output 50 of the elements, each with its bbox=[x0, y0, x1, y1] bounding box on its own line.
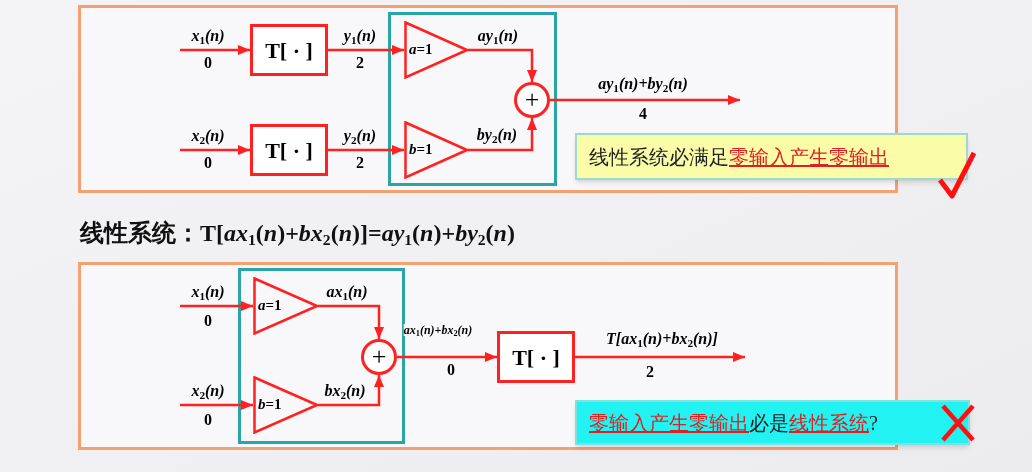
edge-label: T[ax$_{1}$(n)+bx$_{2}$(n)] bbox=[606, 331, 718, 347]
gain-label: a=1 bbox=[258, 296, 282, 315]
gain-label: b=1 bbox=[409, 140, 433, 159]
edge-label: by$_{2}$(n) bbox=[476, 127, 518, 143]
amplifier-triangle bbox=[253, 277, 318, 335]
amplifier-triangle bbox=[404, 21, 468, 79]
edge-label: ax$_{1}$(n)+bx$_{2}$(n) bbox=[403, 324, 473, 336]
sample-index: 2 bbox=[356, 55, 364, 71]
signal-arrow bbox=[468, 118, 537, 152]
sample-index: 2 bbox=[646, 364, 654, 380]
signal-arrow bbox=[397, 352, 497, 362]
signal-arrow bbox=[328, 45, 404, 55]
signal-arrow bbox=[575, 352, 745, 362]
edge-label: ay$_{1}$(n) bbox=[477, 28, 519, 44]
sample-index: 4 bbox=[639, 106, 647, 122]
signal-arrow bbox=[180, 400, 253, 410]
gain-label: a=1 bbox=[409, 40, 433, 59]
signal-arrow bbox=[180, 145, 250, 155]
edge-label: y$_{1}$(n) bbox=[343, 28, 377, 44]
amplifier-triangle bbox=[404, 121, 468, 179]
sample-index: 0 bbox=[204, 155, 212, 171]
system-block: T[ · ] bbox=[250, 24, 328, 76]
amplifier-triangle bbox=[253, 376, 318, 434]
system-block: T[ · ] bbox=[250, 124, 328, 176]
callout-note: 零输入产生零输出必是线性系统? bbox=[575, 400, 970, 445]
gain-label: b=1 bbox=[258, 395, 282, 414]
frame-box bbox=[78, 262, 898, 450]
edge-label: x$_{1}$(n) bbox=[191, 28, 225, 44]
signal-arrow bbox=[328, 145, 404, 155]
signal-arrow bbox=[180, 301, 253, 311]
callout-note: 线性系统必满足零输入产生零输出 bbox=[575, 133, 968, 180]
edge-label: ay$_{1}$(n)+by$_{2}$(n) bbox=[598, 76, 688, 92]
signal-arrow bbox=[318, 304, 384, 339]
edge-label: x$_{1}$(n) bbox=[191, 284, 225, 300]
edge-label: y$_{2}$(n) bbox=[343, 128, 377, 144]
sample-index: 0 bbox=[204, 412, 212, 428]
sample-index: 0 bbox=[204, 55, 212, 71]
edge-label: x$_{2}$(n) bbox=[191, 128, 225, 144]
signal-arrow bbox=[318, 375, 384, 407]
system-block: T[ · ] bbox=[497, 331, 575, 383]
sample-index: 0 bbox=[204, 313, 212, 329]
signal-arrow bbox=[468, 48, 537, 82]
formula-text: 线性系统：T[ax$_{1}$(n)+bx$_{2}$(n)]=ay$_{1}$(n)+by$_{2}$(n) bbox=[80, 219, 515, 250]
signal-arrow bbox=[180, 45, 250, 55]
sample-index: 2 bbox=[356, 155, 364, 171]
edge-label: ax$_{1}$(n) bbox=[326, 284, 368, 300]
sample-index: 0 bbox=[447, 362, 455, 378]
edge-label: x$_{2}$(n) bbox=[191, 383, 225, 399]
edge-label: bx$_{2}$(n) bbox=[324, 383, 366, 399]
signal-arrow bbox=[550, 95, 740, 105]
